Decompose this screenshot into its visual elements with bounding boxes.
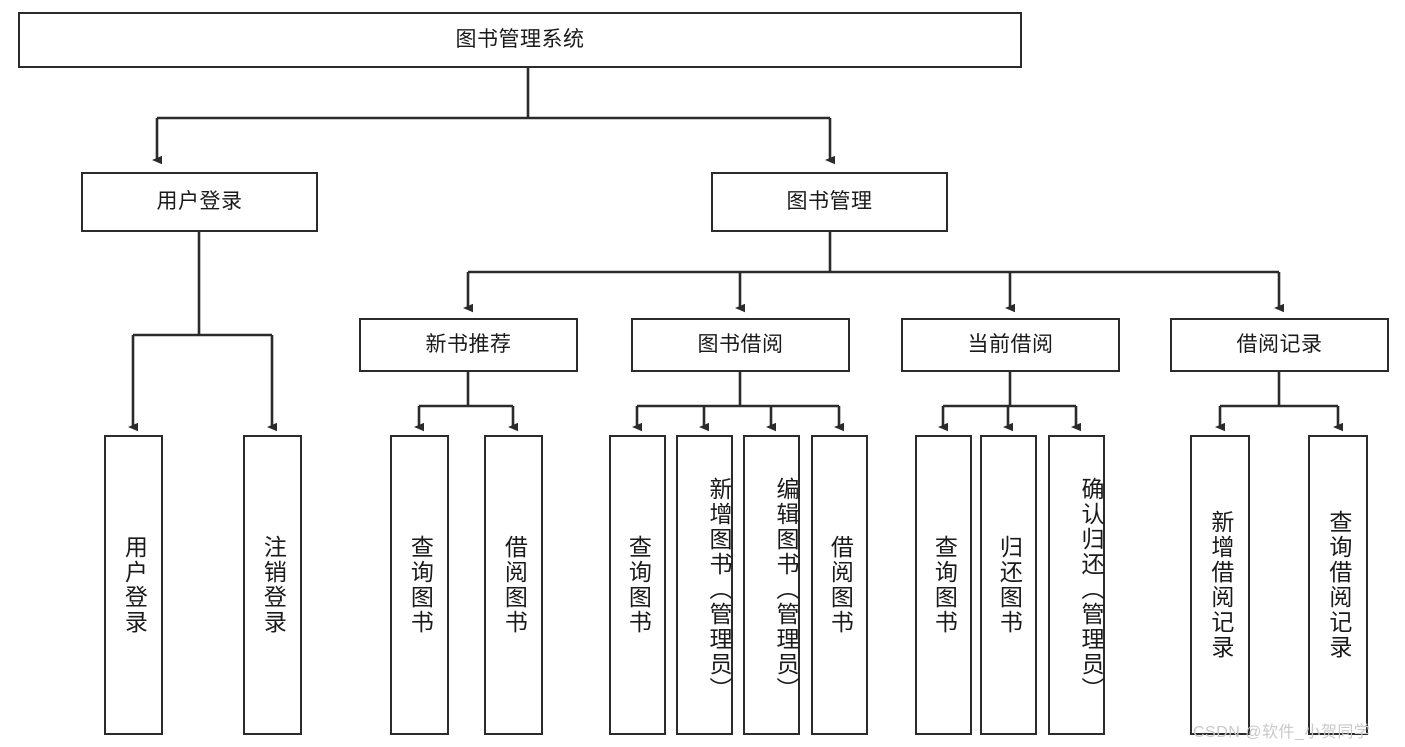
leaf-current-query-book[interactable]: 查询图书 bbox=[915, 435, 972, 735]
node-book-borrow[interactable]: 图书借阅 bbox=[631, 318, 850, 372]
leaf-label: 查询图书 bbox=[407, 535, 434, 635]
node-book-borrow-label: 图书借阅 bbox=[697, 333, 784, 357]
node-current-borrow-label: 当前借阅 bbox=[967, 333, 1054, 357]
node-user-login-label: 用户登录 bbox=[156, 190, 243, 214]
node-new-book-recommend-label: 新书推荐 bbox=[425, 333, 512, 357]
node-book-management[interactable]: 图书管理 bbox=[711, 172, 948, 232]
leaf-user-login-signout[interactable]: 注销登录 bbox=[243, 435, 302, 735]
leaf-label: 查询图书 bbox=[625, 535, 652, 635]
leaf-current-confirm-return-admin[interactable]: 确认归还（管理员） bbox=[1048, 435, 1105, 735]
leaf-label: 确认归还（管理员） bbox=[1078, 476, 1104, 702]
node-borrow-record[interactable]: 借阅记录 bbox=[1170, 318, 1389, 372]
node-borrow-record-label: 借阅记录 bbox=[1236, 333, 1323, 357]
node-user-login[interactable]: 用户登录 bbox=[81, 172, 318, 232]
leaf-new-book-borrow[interactable]: 借阅图书 bbox=[484, 435, 543, 735]
leaf-label: 编辑图书（管理员） bbox=[773, 476, 799, 702]
leaf-label: 归还图书 bbox=[996, 535, 1023, 635]
leaf-label: 借阅图书 bbox=[501, 535, 528, 635]
leaf-label: 查询图书 bbox=[931, 535, 958, 635]
leaf-borrow-borrow-book[interactable]: 借阅图书 bbox=[811, 435, 868, 735]
leaf-label: 新增图书（管理员） bbox=[706, 476, 732, 702]
node-new-book-recommend[interactable]: 新书推荐 bbox=[359, 318, 578, 372]
leaf-record-query[interactable]: 查询借阅记录 bbox=[1308, 435, 1368, 735]
leaf-label: 查询借阅记录 bbox=[1325, 510, 1352, 660]
node-book-management-label: 图书管理 bbox=[786, 190, 873, 214]
node-current-borrow[interactable]: 当前借阅 bbox=[901, 318, 1120, 372]
node-root[interactable]: 图书管理系统 bbox=[18, 12, 1022, 68]
leaf-borrow-edit-book-admin[interactable]: 编辑图书（管理员） bbox=[743, 435, 800, 735]
leaf-label: 用户登录 bbox=[121, 535, 148, 635]
leaf-label: 新增借阅记录 bbox=[1207, 510, 1234, 660]
leaf-current-return-book[interactable]: 归还图书 bbox=[980, 435, 1037, 735]
node-root-label: 图书管理系统 bbox=[455, 28, 585, 52]
leaf-user-login-signin[interactable]: 用户登录 bbox=[104, 435, 163, 735]
leaf-borrow-add-book-admin[interactable]: 新增图书（管理员） bbox=[676, 435, 733, 735]
leaf-label: 借阅图书 bbox=[827, 535, 854, 635]
leaf-borrow-query-book[interactable]: 查询图书 bbox=[609, 435, 666, 735]
leaf-label: 注销登录 bbox=[260, 535, 287, 635]
leaf-record-add[interactable]: 新增借阅记录 bbox=[1190, 435, 1250, 735]
leaf-new-book-query[interactable]: 查询图书 bbox=[390, 435, 449, 735]
